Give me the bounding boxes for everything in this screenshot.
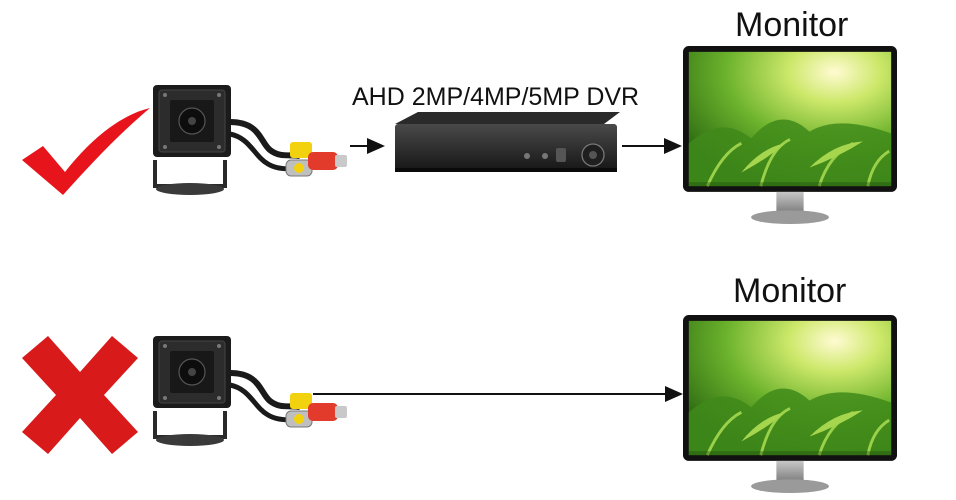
dvr-label: AHD 2MP/4MP/5MP DVR <box>352 83 640 111</box>
bottom-camera-icon <box>153 336 347 446</box>
check-mark-icon <box>22 108 150 195</box>
cross-mark-icon <box>22 336 138 454</box>
bottom-monitor-label: Monitor <box>733 272 847 310</box>
bottom-monitor-icon <box>683 314 897 495</box>
top-camera-icon <box>153 85 347 195</box>
dvr-recorder-icon <box>395 112 620 172</box>
top-monitor-label: Monitor <box>735 6 849 44</box>
top-monitor-icon <box>683 45 897 226</box>
